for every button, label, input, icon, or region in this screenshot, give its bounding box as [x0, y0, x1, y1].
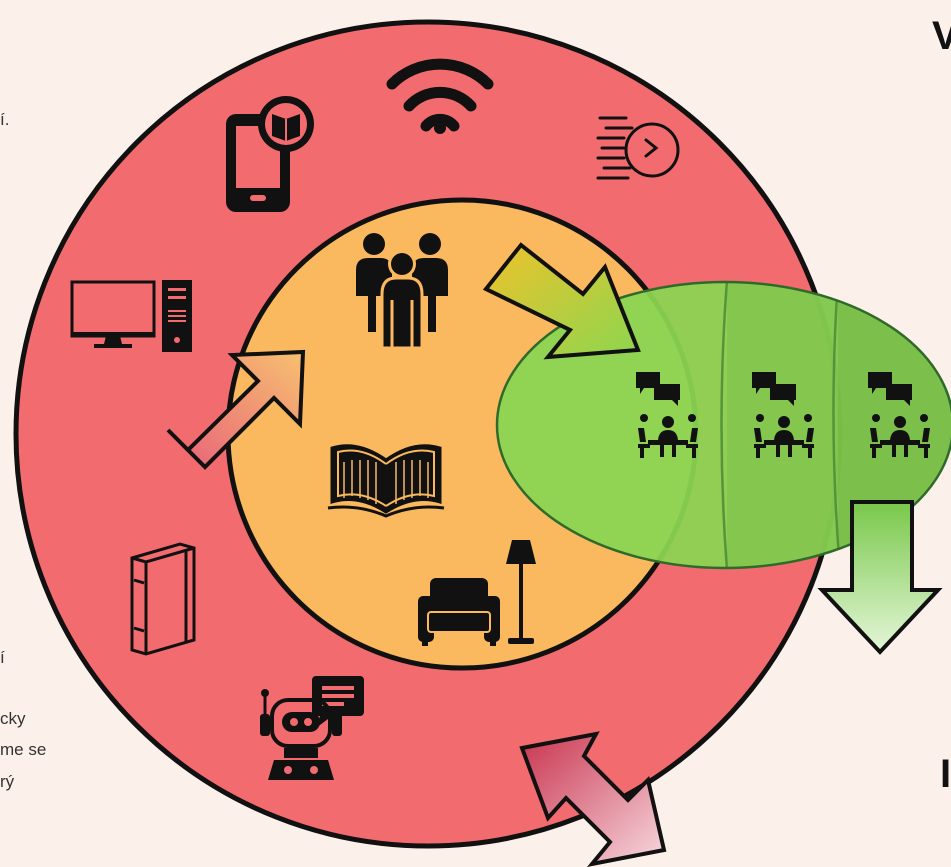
- left-text-2: í: [0, 648, 5, 667]
- wifi-icon: [386, 58, 494, 134]
- meeting-icon: [636, 372, 698, 458]
- arrow-down-out: [817, 500, 943, 655]
- left-text-1: í.: [0, 110, 10, 129]
- left-text-3: cky: [0, 709, 26, 728]
- arrow-into-inner: [166, 349, 306, 470]
- group-people-icon: [356, 233, 448, 350]
- meeting-icon: [752, 372, 814, 458]
- left-text-5: rý: [0, 772, 15, 791]
- open-book-icon: [327, 444, 445, 518]
- arrow-into-ellipse: [482, 242, 641, 360]
- desktop-computer-icon: [70, 280, 192, 352]
- fast-clock-icon: [596, 116, 680, 180]
- right-heading-bottom: I: [940, 752, 951, 796]
- double-arrow-bottom: [519, 731, 667, 867]
- left-text-4: me se: [0, 740, 47, 759]
- right-heading-top: V: [932, 14, 951, 58]
- mobile-reader-icon: [226, 96, 314, 212]
- meeting-icon: [868, 372, 930, 458]
- armchair-lamp-icon: [418, 540, 536, 646]
- chatbot-icon: [260, 676, 364, 780]
- book-icon: [130, 542, 196, 656]
